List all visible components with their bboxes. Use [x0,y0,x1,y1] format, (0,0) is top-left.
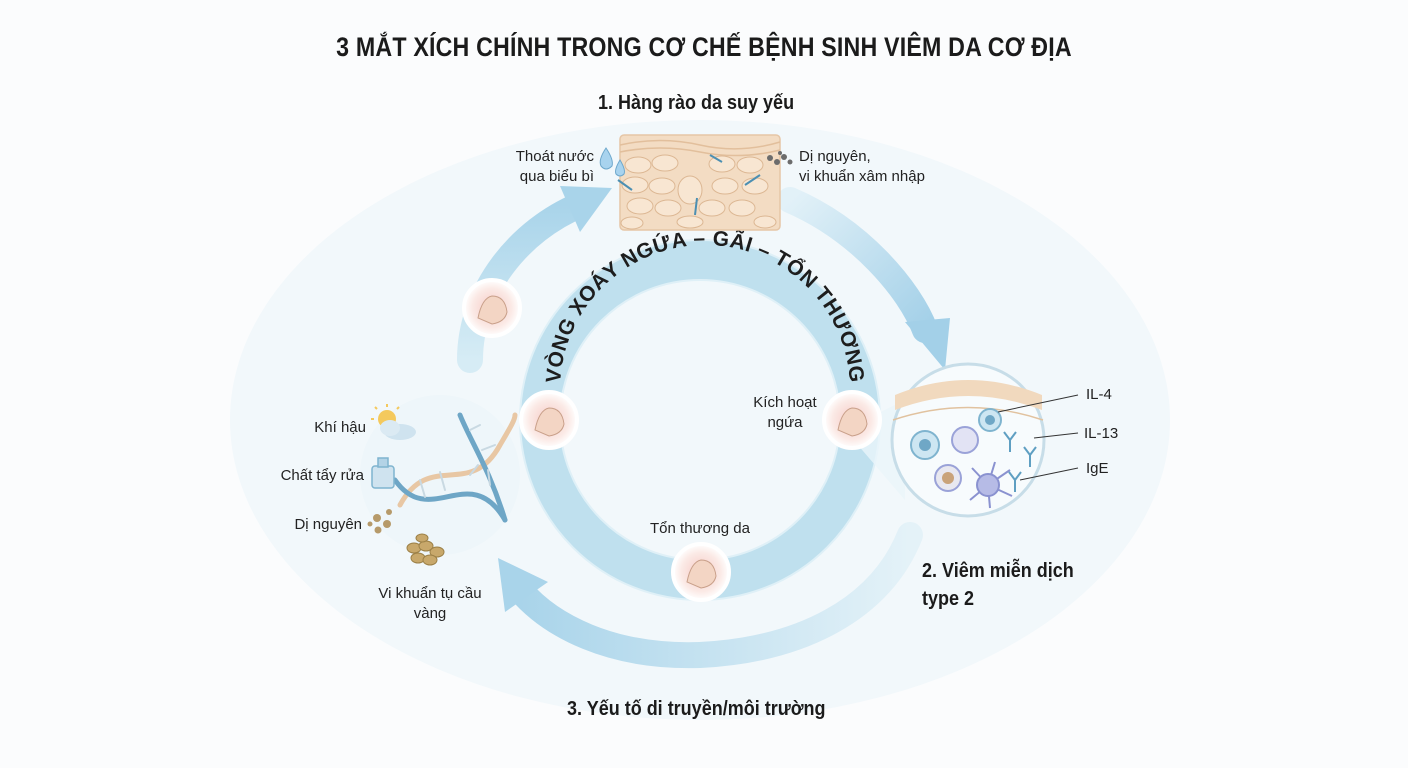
skin-damage-hand-icon [671,542,731,602]
itch-trigger-hand-icon [822,390,882,450]
scratch-hand-icon-left [519,390,579,450]
immune-cell-2 [951,426,979,454]
itch-trigger-label: Kích hoạt ngứa [740,393,830,433]
factor-climate-label: Khí hậu [314,419,366,436]
detergent-bottle-icon [371,457,395,489]
staph-bacteria-icon [406,533,445,566]
outer-cycle-arrows [457,186,950,669]
dna-helix-icon [392,412,518,523]
invasion-arrow [744,174,761,186]
marker-il13: IL-13 [1084,425,1119,442]
pointer-il4 [997,394,1079,413]
arrow-up-left [457,192,593,373]
section1-heading: 1. Hàng rào da suy yếu [598,92,795,114]
marker-ige: IgE [1086,460,1109,477]
arrowhead-right-down [905,318,950,370]
bacteria-label-line2: vàng [413,605,447,622]
sun-cloud-icon [371,404,416,440]
dust-mite-icon [367,509,392,534]
immune-zoom-illustration [845,362,1079,518]
pointer-il13 [1033,432,1079,439]
page-title: 3 MẮT XÍCH CHÍNH TRONG CƠ CHẾ BỆNH SINH … [336,32,1072,62]
skin-barrier-illustration [617,134,781,231]
allergen-invasion-label-line2: vi khuẩn xâm nhập [799,168,925,185]
bacteria-label-line1: Vi khuẩn tụ cầu [378,585,482,602]
factor-detergent-label: Chất tẩy rửa [280,467,364,484]
allergen-invasion-label-line1: Dị nguyên, [799,148,871,165]
section2-heading: 2. Viêm miễn dịch type 2 [922,557,1074,613]
marker-il4: IL-4 [1086,386,1112,403]
section2-heading-line1: 2. Viêm miễn dịch [922,560,1074,582]
section2-heading-line2: type 2 [922,588,975,610]
scratch-hand-icon-outer [462,278,522,338]
pointer-ige [1019,467,1079,481]
bacteria-label: Vi khuẩn tụ cầu vàng [360,584,500,624]
allergen-invasion-label: Dị nguyên, vi khuẩn xâm nhập [799,147,979,187]
dendritic-cell [969,461,1013,509]
itch-trigger-label-line1: Kích hoạt [753,394,817,411]
water-loss-label: Thoát nước qua biểu bì [470,147,594,187]
skin-cells [620,154,777,230]
arrowhead-up-left [560,186,612,232]
water-loss-label-line2: qua biểu bì [519,168,594,185]
skin-damage-label: Tổn thương da [650,520,750,537]
water-loss-arrow [617,179,633,191]
factor-allergen-label: Dị nguyên [294,516,362,533]
itch-trigger-label-line2: ngứa [767,414,803,431]
antibody-icons [1003,431,1037,492]
arrow-right-down [777,187,938,343]
background-glow [230,120,1170,720]
water-drop-icon [599,147,625,177]
section3-heading: 3. Yếu tố di truyền/môi trường [567,698,826,720]
water-loss-label-line1: Thoát nước [515,148,594,165]
allergen-particles-icon [767,151,793,165]
arrow-bottom-left [507,522,923,669]
arrowhead-bottom-left [498,558,548,612]
